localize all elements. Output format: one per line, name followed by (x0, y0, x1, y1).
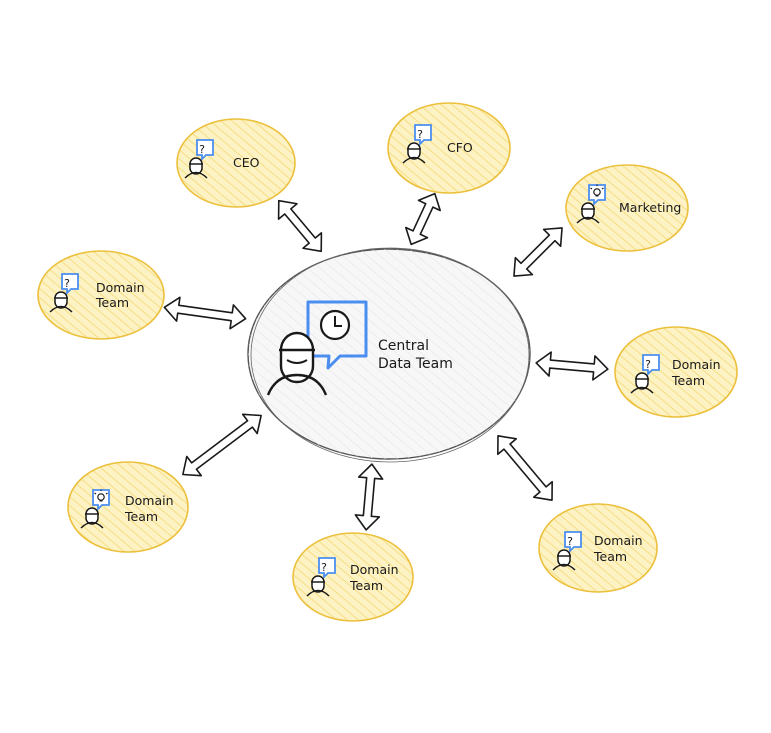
node-domain-right-label-line2: Team (671, 373, 705, 388)
person-icon (266, 331, 328, 396)
question-bubble-icon: ? (630, 354, 660, 394)
node-domain-bottom-label-line1: Domain (350, 562, 399, 577)
arrow-domain-bottom (354, 463, 384, 531)
node-domain-bottom-left-label-line1: Domain (125, 493, 174, 508)
central-data-team-node: Central Data Team (247, 247, 531, 463)
arrow-marketing (513, 227, 563, 277)
node-domain-bottom: ? Domain Team (292, 532, 414, 622)
center-label-line1: Central (378, 338, 429, 354)
node-domain-bottom-left-label-line2: Team (124, 509, 158, 524)
node-domain-bottom-right: ? Domain Team (538, 503, 658, 593)
node-domain-bottom-right-label-line2: Team (593, 549, 627, 564)
question-bubble-icon: ? (552, 531, 582, 571)
node-domain-right: ? Domain Team (614, 326, 738, 418)
question-bubble-icon: ? (402, 124, 432, 164)
connection-arrows (163, 192, 609, 531)
lightbulb-bubble-icon (576, 184, 606, 224)
node-domain-bottom-right-label-line1: Domain (594, 533, 643, 548)
svg-text:?: ? (321, 561, 327, 574)
node-cfo: ? CFO (387, 102, 511, 194)
node-domain-bottom-left: Domain Team (67, 461, 189, 553)
svg-text:?: ? (645, 358, 651, 371)
arrow-domain-left (163, 296, 247, 330)
question-bubble-icon: ? (306, 557, 336, 597)
node-domain-left: ? Domain Team (37, 250, 165, 340)
node-marketing-label: Marketing (619, 200, 681, 215)
node-domain-left-label-line1: Domain (96, 280, 145, 295)
arrow-domain-bottom-right (497, 435, 553, 501)
svg-text:?: ? (567, 535, 573, 548)
node-marketing: Marketing (565, 164, 689, 252)
svg-text:?: ? (199, 143, 205, 156)
question-bubble-icon: ? (184, 139, 214, 179)
arrow-domain-right (535, 351, 609, 381)
question-bubble-icon: ? (49, 273, 79, 313)
lightbulb-bubble-icon (80, 489, 110, 529)
svg-text:?: ? (417, 128, 423, 141)
svg-text:?: ? (64, 277, 70, 290)
node-ceo: ? CEO (176, 118, 296, 208)
node-domain-right-label-line1: Domain (672, 357, 721, 372)
arrow-cfo (404, 192, 442, 246)
node-cfo-label: CFO (447, 140, 473, 155)
arrow-ceo (277, 199, 323, 253)
center-label-line2: Data Team (378, 356, 453, 372)
node-domain-left-label-line2: Team (95, 295, 129, 310)
node-domain-bottom-label-line2: Team (349, 578, 383, 593)
node-ceo-label: CEO (233, 155, 260, 170)
arrow-domain-bottom-left (182, 413, 262, 477)
